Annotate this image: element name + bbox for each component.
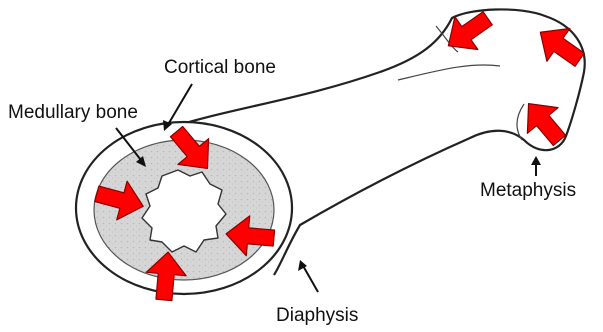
label-cortical-bone: Cortical bone <box>164 57 276 78</box>
pointer-arrowhead-icon <box>531 156 541 165</box>
label-medullary-bone: Medullary bone <box>8 102 138 123</box>
label-metaphysis: Metaphysis <box>480 180 576 201</box>
diaphysis-pointer <box>302 264 318 292</box>
label-diaphysis: Diaphysis <box>276 305 358 326</box>
